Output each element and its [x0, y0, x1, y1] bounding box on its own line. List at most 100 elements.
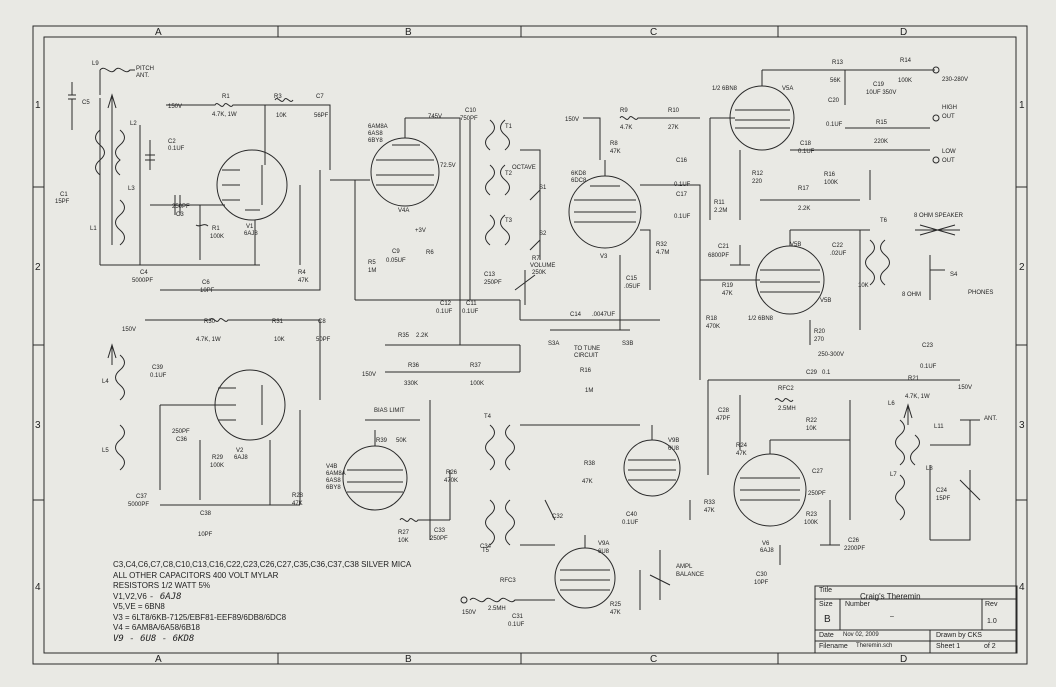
label-c21: C21 [718, 244, 730, 250]
label-c17: C17 [676, 192, 688, 198]
number-value: – [890, 613, 894, 620]
label-c21-value: 6800PF [708, 253, 729, 259]
label-c19-value: 10UF 350V [866, 90, 896, 96]
label-230-280v: 230-280V [942, 77, 968, 83]
date-value: Nov 02, 2009 [843, 632, 879, 638]
label-c22-value: .02UF [830, 251, 847, 257]
label-r25: R25 [610, 602, 622, 608]
label-c12-value: 0.1UF [436, 309, 453, 315]
label-745v: 745V [428, 114, 442, 120]
column-label-c-bottom: C [650, 654, 657, 665]
label-c26: C26 [848, 538, 860, 544]
label-v2: V2 [236, 448, 244, 454]
label-r1: R1 [212, 226, 220, 232]
label-r26: R26 [446, 470, 458, 476]
label-to-tune: TO TUNE [574, 346, 600, 352]
label-balance: BALANCE [676, 572, 704, 578]
label-l9: L9 [92, 61, 99, 67]
label-v6: V6 [762, 541, 770, 547]
label-c39: C39 [152, 365, 164, 371]
label-c13: C13 [484, 272, 496, 278]
label-c15: C15 [626, 276, 638, 282]
label-c7-value: 56PF [314, 113, 329, 119]
label-v4b-tube3: 6AS8 [326, 478, 341, 484]
label-c4: C4 [140, 270, 148, 276]
label-c9: C9 [392, 249, 400, 255]
row-label-4-right: 4 [1019, 582, 1025, 593]
label-c3: C3 [176, 212, 184, 218]
label-r11: R11 [714, 200, 725, 206]
size-value: B [824, 614, 831, 625]
label-r31-value: 10K [274, 337, 285, 343]
label-v1-tube: 6AJ8 [244, 231, 258, 237]
label-r9-value: 4.7K [620, 125, 632, 131]
column-label-b: B [405, 27, 412, 38]
label-10k: 10K [858, 283, 869, 289]
label-c26-value: 2200PF [844, 546, 865, 552]
label-r20-value: 270 [814, 337, 825, 343]
label-c10-value: 750PF [460, 116, 478, 122]
label-r12: R12 [752, 171, 764, 177]
label-c14: C14 [570, 312, 582, 318]
label-r8-value: 47K [610, 149, 621, 155]
row-label-2: 2 [35, 262, 41, 273]
sheet-count: of 2 [984, 643, 996, 650]
label-c9-value: 0.05UF [386, 258, 406, 264]
label-c33-value: 250PF [430, 536, 448, 542]
label-v4b-tube4: 6BY8 [326, 485, 341, 491]
label-150v-c: 150V [958, 385, 972, 391]
drawn-by: Drawn by CKS [936, 632, 982, 639]
label-l8: L8 [926, 466, 933, 472]
row-label-1-right: 1 [1019, 100, 1025, 111]
note-v5: V5,VE = 6BN8 [113, 602, 165, 611]
label-s2: S2 [539, 231, 547, 237]
row-label-3: 3 [35, 420, 41, 431]
label-c36-value: 250PF [172, 429, 190, 435]
label-ant: ANT. [136, 73, 149, 79]
label-r20: R20 [814, 329, 826, 335]
label-v2-tube: 6AJ8 [234, 455, 248, 461]
label-pitch: PITCH [136, 66, 154, 72]
label-r6: R6 [426, 250, 434, 256]
label-r30: R30 [204, 319, 216, 325]
label-r7-volume: VOLUME [530, 263, 555, 269]
label-r10-value: 27K [668, 125, 679, 131]
label-r25-value: 47K [610, 610, 621, 616]
label-r11-value: 2.2M [714, 208, 727, 214]
label-r29: R29 [212, 455, 224, 461]
label-r1-value: 100K [210, 234, 224, 240]
label-r31: R31 [272, 319, 284, 325]
label-c8: C8 [318, 319, 326, 325]
label-high: HIGH [942, 105, 957, 111]
label-v3-tube1: 6KD8 [571, 171, 587, 177]
label-r8: R8 [610, 141, 618, 147]
label-150v-f: 150V [462, 610, 476, 616]
column-label-a-bottom: A [155, 654, 162, 665]
label-v6-tube: 6AJ8 [760, 548, 774, 554]
label-c16: C16 [676, 158, 688, 164]
label-c7: C7 [316, 94, 324, 100]
label-rfc2-value: 2.5MH [778, 406, 796, 412]
schematic-notes: C3,C4,C6,C7,C8,C10,C13,C16,C22,C23,C26,C… [113, 560, 411, 644]
note-v1-v2-v6-handwritten: - 6AJ8 [149, 591, 182, 602]
label-s1: S1 [539, 185, 547, 191]
label-t3: T3 [505, 218, 513, 224]
label-r29-value: 100K [210, 463, 224, 469]
filename-label: Filename [819, 643, 848, 650]
date-label: Date [819, 632, 834, 639]
column-label-b-bottom: B [405, 654, 412, 665]
label-c24: C24 [936, 488, 948, 494]
label-c20-value: 0.1UF [826, 122, 843, 128]
rev-value: 1.0 [987, 618, 997, 625]
label-c1-value: 15PF [55, 199, 70, 205]
label-c31: C31 [512, 614, 524, 620]
label-c36: C36 [176, 437, 188, 443]
label-c16-value: 0.1UF [674, 182, 691, 188]
label-low: LOW [942, 149, 956, 155]
label-c1: C1 [60, 192, 68, 198]
label-r1-top-value: 4.7K, 1W [212, 112, 237, 118]
label-r15: R15 [876, 120, 888, 126]
label-speaker: 8 OHM SPEAKER [914, 213, 964, 219]
label-t6: T6 [880, 218, 888, 224]
label-c39-value: 0.1UF [150, 373, 167, 379]
